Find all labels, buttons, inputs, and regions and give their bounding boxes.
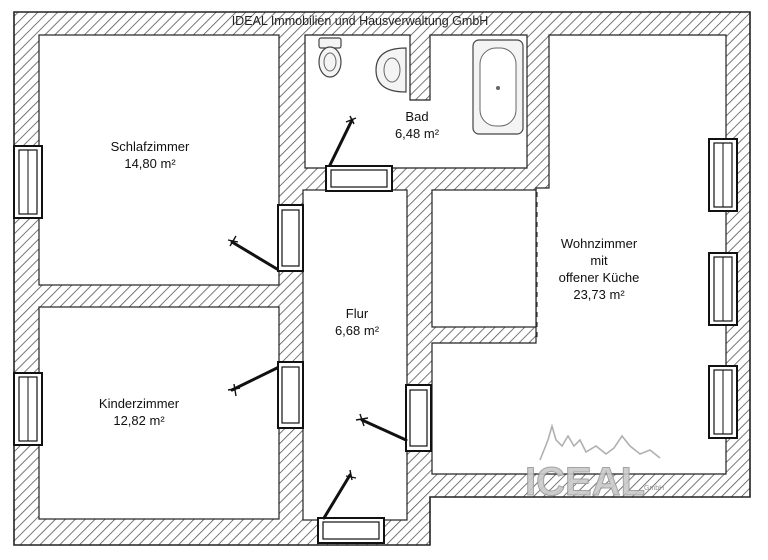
toilet-icon	[318, 37, 342, 78]
window-kinderzimmer	[13, 372, 43, 446]
window-wohnzimmer-1	[708, 138, 738, 212]
window-schlafzimmer	[13, 145, 43, 219]
logo-sub: GmbH	[644, 485, 664, 492]
room-area: 14,80 m²	[124, 156, 176, 171]
door-kinderzimmer[interactable]	[227, 361, 304, 429]
ideal-logo: ICEAL GmbH	[525, 423, 664, 505]
label-flur: Flur 6,68 m²	[335, 306, 380, 338]
door-bad[interactable]	[325, 115, 393, 192]
label-schlafzimmer: Schlafzimmer 14,80 m²	[111, 139, 190, 171]
room-name: offener Küche	[559, 270, 640, 285]
door-wohnzimmer[interactable]	[355, 384, 432, 452]
room-flur	[302, 189, 408, 521]
room-kinderzimmer	[38, 306, 280, 520]
room-schlafzimmer	[38, 34, 280, 286]
room-name: Wohnzimmer	[561, 236, 638, 251]
room-name: Schlafzimmer	[111, 139, 190, 154]
sink-icon	[375, 47, 407, 93]
door-entrance[interactable]	[317, 469, 385, 544]
room-area: 23,73 m²	[573, 287, 625, 302]
label-kinderzimmer: Kinderzimmer 12,82 m²	[99, 396, 180, 428]
room-name: mit	[590, 253, 608, 268]
bathtub-icon	[472, 39, 524, 135]
room-name: Bad	[405, 109, 428, 124]
room-name: Flur	[346, 306, 369, 321]
room-wohnzimmer-alcove	[431, 189, 537, 328]
logo-brand: ICEAL	[525, 460, 645, 504]
door-schlafzimmer[interactable]	[227, 204, 304, 272]
room-name: Kinderzimmer	[99, 396, 180, 411]
room-area: 6,48 m²	[395, 126, 440, 141]
window-wohnzimmer-2	[708, 252, 738, 326]
label-wohnzimmer: Wohnzimmer mit offener Küche 23,73 m²	[559, 236, 640, 302]
room-area: 12,82 m²	[113, 413, 165, 428]
window-wohnzimmer-3	[708, 365, 738, 439]
header-title: IDEAL Immobilien und Hausverwaltung GmbH	[232, 14, 489, 28]
skyline-icon	[539, 423, 661, 461]
room-area: 6,68 m²	[335, 323, 380, 338]
label-bad: Bad 6,48 m²	[395, 109, 440, 141]
